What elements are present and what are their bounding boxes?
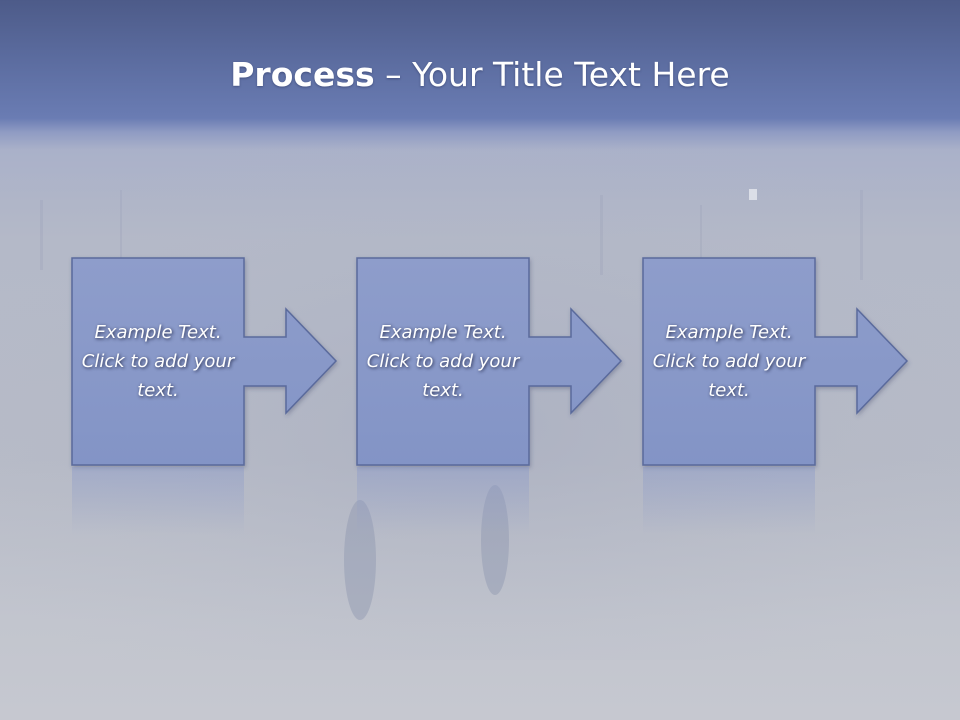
step-2-shape[interactable]: [356, 257, 623, 535]
step-3-shape[interactable]: [642, 257, 909, 535]
slide-title[interactable]: Process – Your Title Text Here: [0, 50, 960, 100]
title-bold: Process: [230, 55, 375, 94]
step-3-text[interactable]: Example Text. Click to add your text.: [652, 321, 806, 401]
step-2-text[interactable]: Example Text. Click to add your text.: [366, 321, 520, 401]
step-1-text[interactable]: Example Text. Click to add your text.: [81, 321, 235, 401]
title-rest: – Your Title Text Here: [374, 55, 730, 94]
step-1-shape[interactable]: [71, 257, 338, 535]
